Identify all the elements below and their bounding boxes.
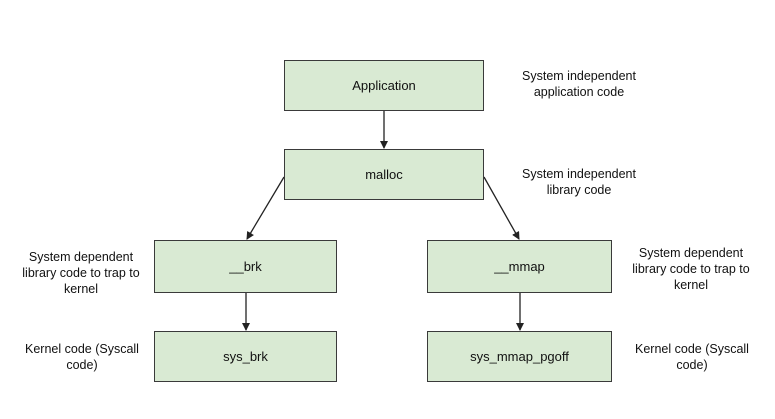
brk-box: __brk bbox=[154, 240, 337, 293]
mmap-box: __mmap bbox=[427, 240, 612, 293]
note-line: System dependent bbox=[28, 250, 134, 264]
application-note: System independent application code bbox=[503, 68, 655, 100]
application-box: Application bbox=[284, 60, 484, 111]
note-line: System independent bbox=[522, 167, 636, 181]
sys-brk-box: sys_brk bbox=[154, 331, 337, 382]
note-line: code) bbox=[676, 358, 708, 372]
sys-brk-note: Kernel code (Syscall code) bbox=[12, 341, 152, 373]
arrow-malloc-to-brk bbox=[246, 176, 285, 240]
note-line: library code to trap to bbox=[22, 266, 140, 280]
sys-mmap-pgoff-note: Kernel code (Syscall code) bbox=[621, 341, 763, 373]
malloc-box: malloc bbox=[284, 149, 484, 200]
note-line: kernel bbox=[673, 278, 709, 292]
note-line: library code to trap to bbox=[632, 262, 750, 276]
note-line: Kernel code (Syscall bbox=[25, 342, 139, 356]
note-line: Kernel code (Syscall bbox=[635, 342, 749, 356]
note-line: code) bbox=[66, 358, 98, 372]
note-line: kernel bbox=[63, 282, 99, 296]
note-line: application code bbox=[533, 85, 625, 99]
note-line: System independent bbox=[522, 69, 636, 83]
mmap-note: System dependent library code to trap to… bbox=[617, 245, 765, 293]
arrow-malloc-to-mmap bbox=[483, 176, 520, 240]
note-line: library code bbox=[546, 183, 612, 197]
malloc-note: System independent library code bbox=[503, 166, 655, 198]
note-line: System dependent bbox=[638, 246, 744, 260]
sys-mmap-pgoff-box: sys_mmap_pgoff bbox=[427, 331, 612, 382]
brk-note: System dependent library code to trap to… bbox=[10, 249, 152, 297]
